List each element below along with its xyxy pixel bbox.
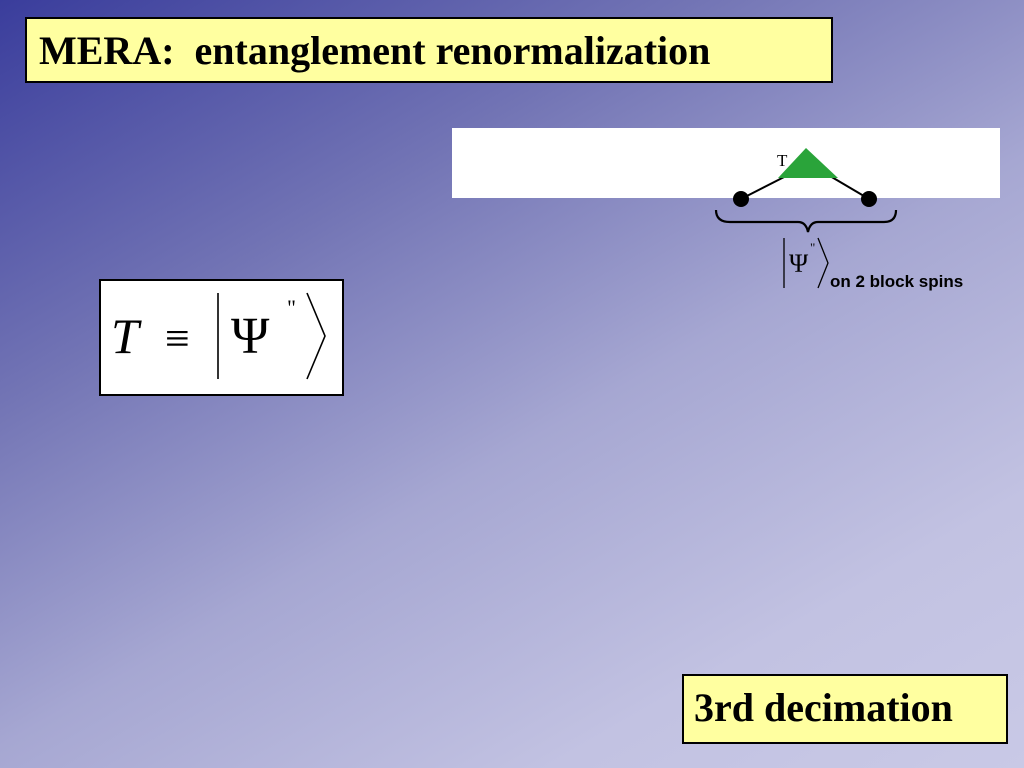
equation-svg: T ≡ Ψ "	[111, 292, 326, 380]
decimation-box: 3rd decimation	[682, 674, 1008, 744]
equation-mark: "	[287, 295, 296, 320]
ket-small-angle	[817, 237, 829, 289]
title-box: MERA: entanglement renormalization	[25, 17, 833, 83]
block-spins-caption: on 2 block spins	[830, 272, 964, 291]
equation-relation: ≡	[165, 314, 190, 363]
equation-psi: Ψ	[231, 308, 270, 365]
equation-lhs: T	[111, 308, 142, 364]
ket-small-mark: "	[810, 240, 815, 255]
slide-title: MERA: entanglement renormalization	[39, 28, 711, 73]
ket-angle	[306, 292, 326, 380]
ket-small-psi: Ψ	[789, 249, 809, 278]
decimation-label: 3rd decimation	[694, 685, 953, 730]
diagram-strip	[452, 128, 1000, 198]
equation-box: T ≡ Ψ "	[99, 279, 344, 396]
brace	[714, 209, 898, 233]
